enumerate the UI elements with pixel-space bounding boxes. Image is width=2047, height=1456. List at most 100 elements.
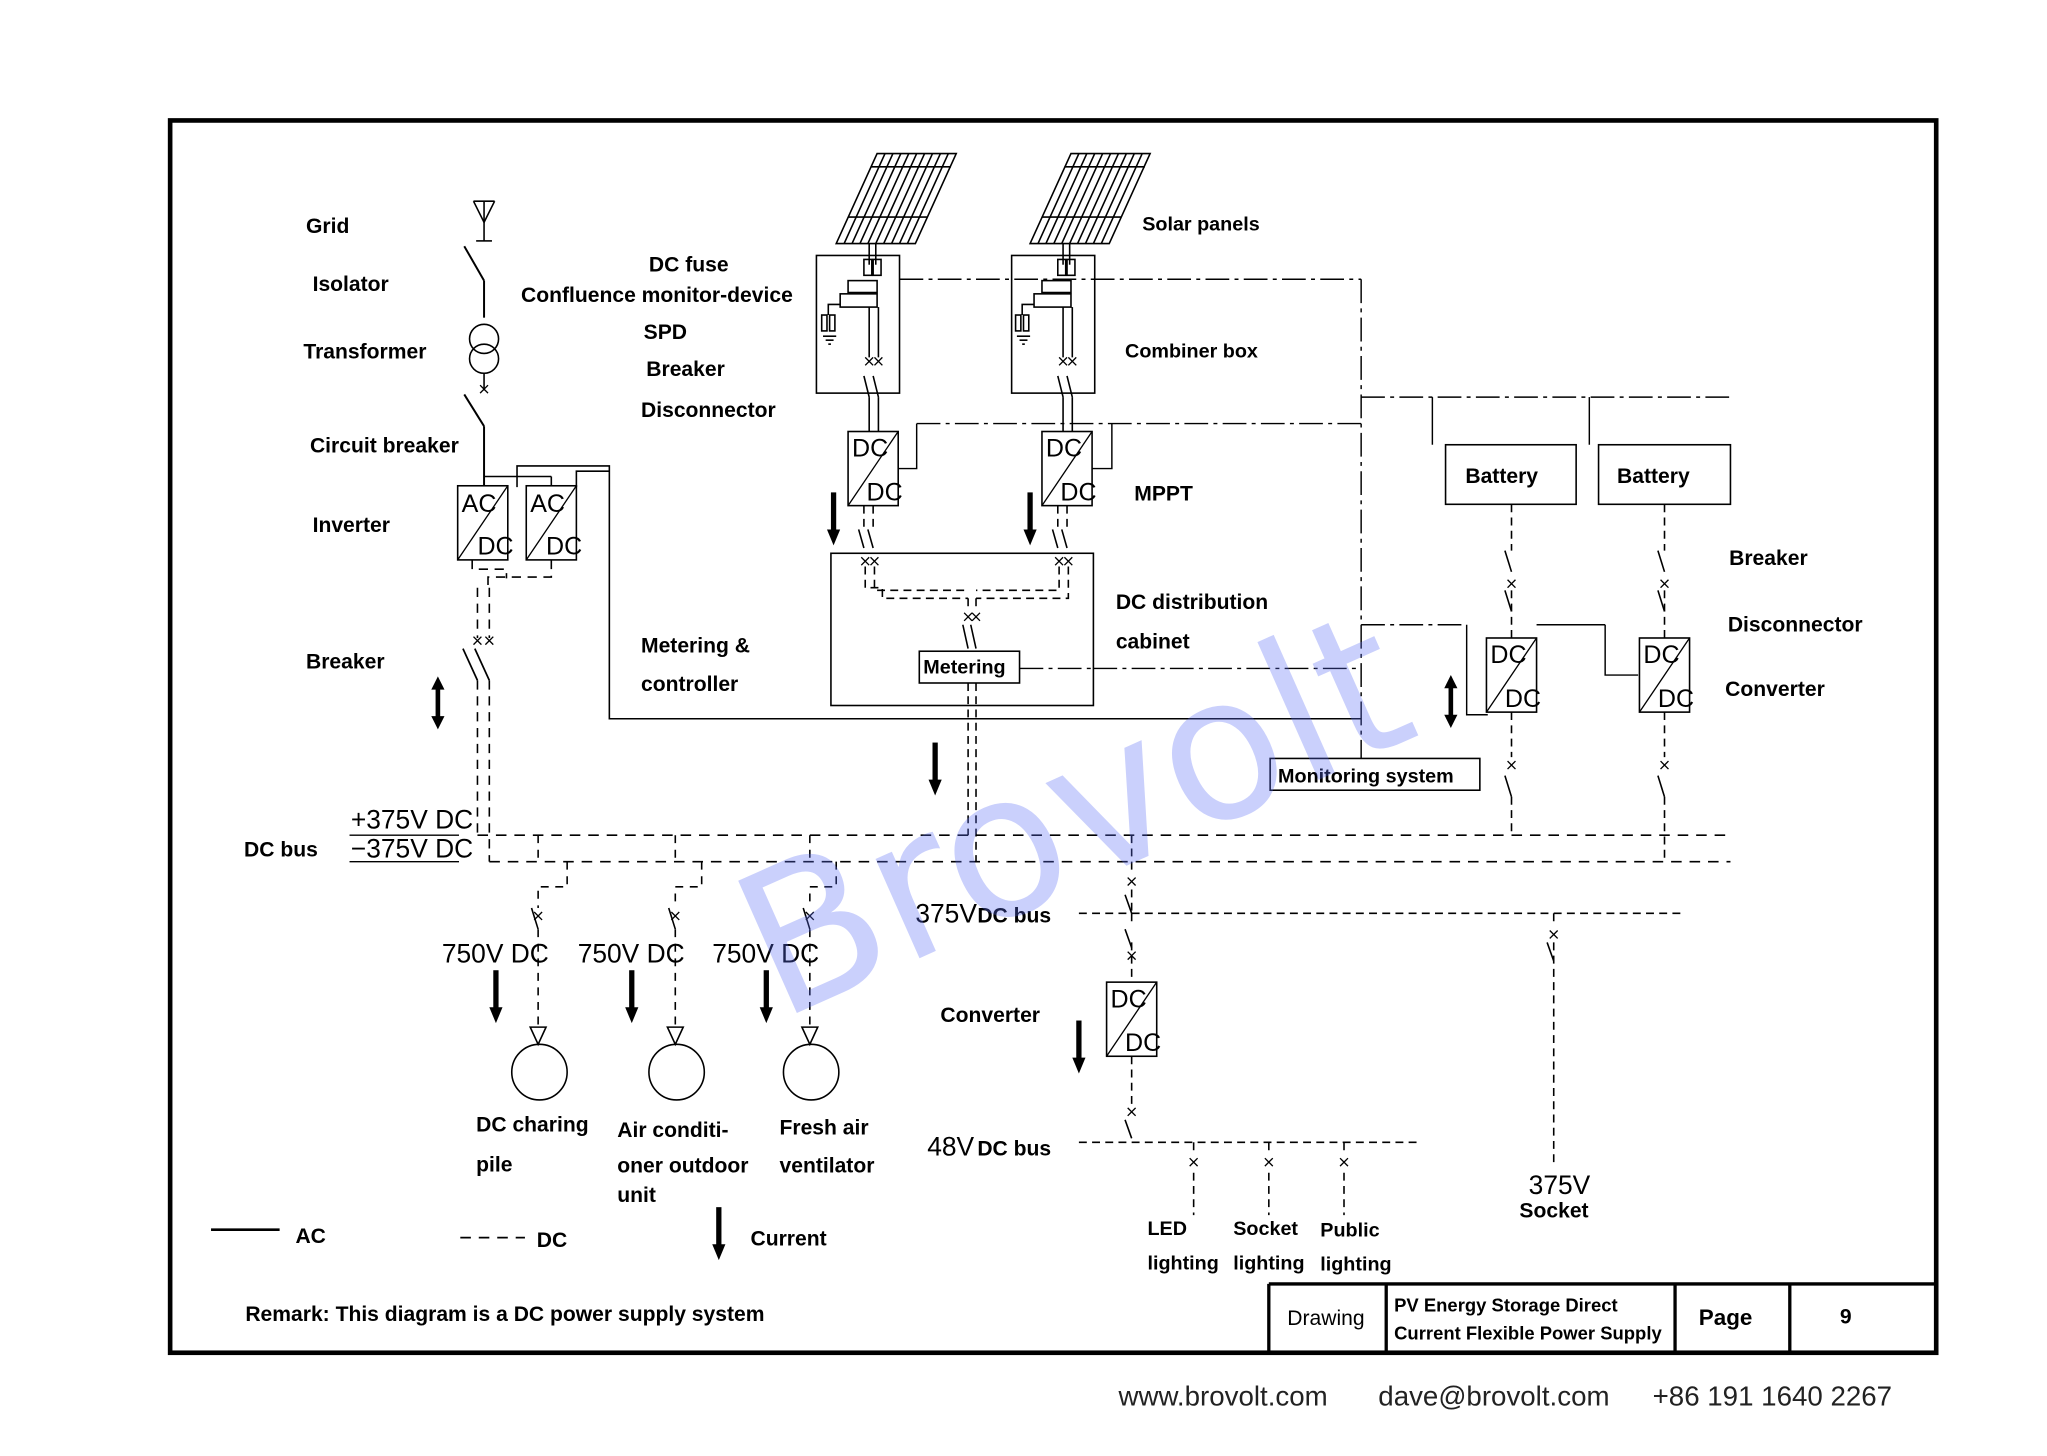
metering-label: Metering [923, 657, 1005, 679]
converter-right-2-bottom-text: DC [1658, 685, 1694, 713]
led-lighting-label-2: lighting [1147, 1252, 1218, 1274]
legend-dc-label: DC [537, 1229, 567, 1252]
disconnector-right-label: Disconnector [1728, 613, 1863, 636]
dc-distribution-cabinet [830, 552, 1095, 707]
solar-panel-2-icon [1028, 152, 1152, 245]
socket-lighting-label-2: lighting [1233, 1252, 1304, 1274]
combiner-box-1 [815, 243, 901, 394]
led-lighting-label-1: LED [1147, 1218, 1187, 1240]
bus-48-voltage: 48V [927, 1131, 974, 1161]
legend-ac-label: AC [295, 1225, 325, 1248]
inverter-1-dc-text: DC [477, 533, 513, 561]
battery-1-label: Battery [1465, 465, 1538, 488]
aircon-label-1: Air conditi- [617, 1119, 728, 1142]
title-block-page-label: Page [1699, 1305, 1753, 1330]
converter-right-label: Converter [1725, 678, 1825, 701]
plus-375-label: +375V DC [351, 805, 473, 835]
fresh-air-ventilator-icon [782, 1026, 840, 1101]
isolator-switch-icon [463, 245, 486, 318]
dc-charging-pile-icon [510, 1026, 568, 1101]
air-conditioner-icon [648, 1026, 706, 1101]
transformer-label: Transformer [303, 341, 426, 364]
footer-email[interactable]: dave@brovolt.com [1378, 1381, 1609, 1412]
inverter-2-dc-text: DC [546, 533, 582, 561]
footer-website[interactable]: www.brovolt.com [1117, 1381, 1327, 1412]
dc-bus-label: DC bus [244, 838, 318, 861]
battery-2: Battery [1597, 443, 1732, 506]
converter-mid-bottom-text: DC [1125, 1029, 1161, 1057]
fresh-air-label-1: Fresh air [779, 1116, 868, 1139]
mppt-1-top-text: DC [852, 435, 888, 463]
mppt-2-top-text: DC [1046, 435, 1082, 463]
converter-right-1-top-text: DC [1490, 641, 1526, 669]
dc-charging-label-1: DC charing [476, 1114, 588, 1137]
metering-controller-label-1: Metering & [641, 635, 750, 658]
converter-mid-label: Converter [940, 1004, 1040, 1027]
mppt-2-bottom-text: DC [1060, 478, 1096, 506]
converter-right-1: DC DC [1485, 637, 1541, 713]
remark-text: Remark: This diagram is a DC power suppl… [245, 1303, 764, 1326]
title-block-title-1: PV Energy Storage Direct [1394, 1295, 1618, 1316]
mppt-label: MPPT [1134, 482, 1193, 505]
minus-375-label: −375V DC [351, 834, 473, 864]
metering-controller-label-2: controller [641, 673, 738, 696]
dc-fuse-label: DC fuse [649, 253, 729, 276]
inverter-block: AC DC AC DC [456, 484, 582, 561]
disconnector-mid-label: Disconnector [641, 399, 776, 422]
grid-label: Grid [306, 215, 349, 238]
battery-1: Battery [1444, 443, 1577, 506]
socket-lighting-label-1: Socket [1233, 1218, 1298, 1240]
mppt-1: DC DC [847, 430, 903, 507]
inverter-2-ac-text: AC [530, 490, 565, 518]
breaker-left-label: Breaker [306, 650, 385, 673]
breaker-mid-label: Breaker [646, 358, 725, 381]
bus-48-label: DC bus [977, 1138, 1051, 1161]
spd-label: SPD [644, 321, 687, 344]
load-1-voltage: 750V DC [442, 938, 549, 968]
combiner-box-2 [1010, 243, 1096, 394]
converter-mid: DC DC [1105, 981, 1161, 1058]
transformer-icon [468, 323, 500, 391]
dc-charging-label-2: pile [476, 1153, 513, 1176]
brovolt-watermark: Brovolt [704, 565, 1441, 1064]
inverter-1-ac-text: AC [462, 490, 497, 518]
converter-right-1-bottom-text: DC [1505, 685, 1541, 713]
inverter-label: Inverter [313, 514, 390, 537]
legend-current-label: Current [750, 1228, 826, 1251]
circuit-breaker-label: Circuit breaker [310, 435, 459, 458]
circuit-breaker-icon [463, 393, 486, 486]
monitoring-system-box: Monitoring system [1269, 757, 1481, 792]
dc-distribution-label-2: cabinet [1116, 631, 1190, 654]
title-block [1267, 1282, 1937, 1353]
bus-375-label: DC bus [977, 905, 1051, 928]
solar-panels-label: Solar panels [1142, 213, 1260, 235]
socket-375-label: Socket [1519, 1200, 1588, 1223]
load-3-voltage: 750V DC [712, 938, 819, 968]
aircon-label-2: oner outdoor [617, 1155, 748, 1178]
converter-right-2: DC DC [1638, 637, 1694, 713]
battery-2-label: Battery [1617, 465, 1690, 488]
bus-375-voltage: 375V [915, 899, 977, 929]
dc-distribution-label-1: DC distribution [1116, 591, 1268, 614]
footer-phone: +86 191 1640 2267 [1653, 1381, 1892, 1412]
breaker-right-label: Breaker [1729, 547, 1808, 570]
grid-antenna-icon [472, 200, 496, 242]
dc-bus-lines [477, 834, 1731, 863]
confluence-monitor-label: Confluence monitor-device [521, 284, 793, 307]
title-block-page-number: 9 [1840, 1306, 1852, 1329]
load-2-voltage: 750V DC [578, 938, 685, 968]
monitoring-system-label: Monitoring system [1278, 765, 1454, 787]
converter-mid-top-text: DC [1111, 985, 1147, 1013]
socket-375-voltage: 375V [1529, 1170, 1591, 1200]
aircon-label-3: unit [617, 1184, 656, 1207]
mppt-1-bottom-text: DC [867, 478, 903, 506]
public-lighting-label-2: lighting [1320, 1254, 1391, 1276]
title-block-drawing: Drawing [1287, 1307, 1364, 1330]
public-lighting-label-1: Public [1320, 1219, 1379, 1241]
converter-right-2-top-text: DC [1643, 641, 1679, 669]
metering-box: Metering [918, 650, 1021, 684]
fresh-air-label-2: ventilator [779, 1155, 874, 1178]
mppt-2: DC DC [1041, 430, 1097, 507]
title-block-title-2: Current Flexible Power Supply [1394, 1322, 1662, 1343]
